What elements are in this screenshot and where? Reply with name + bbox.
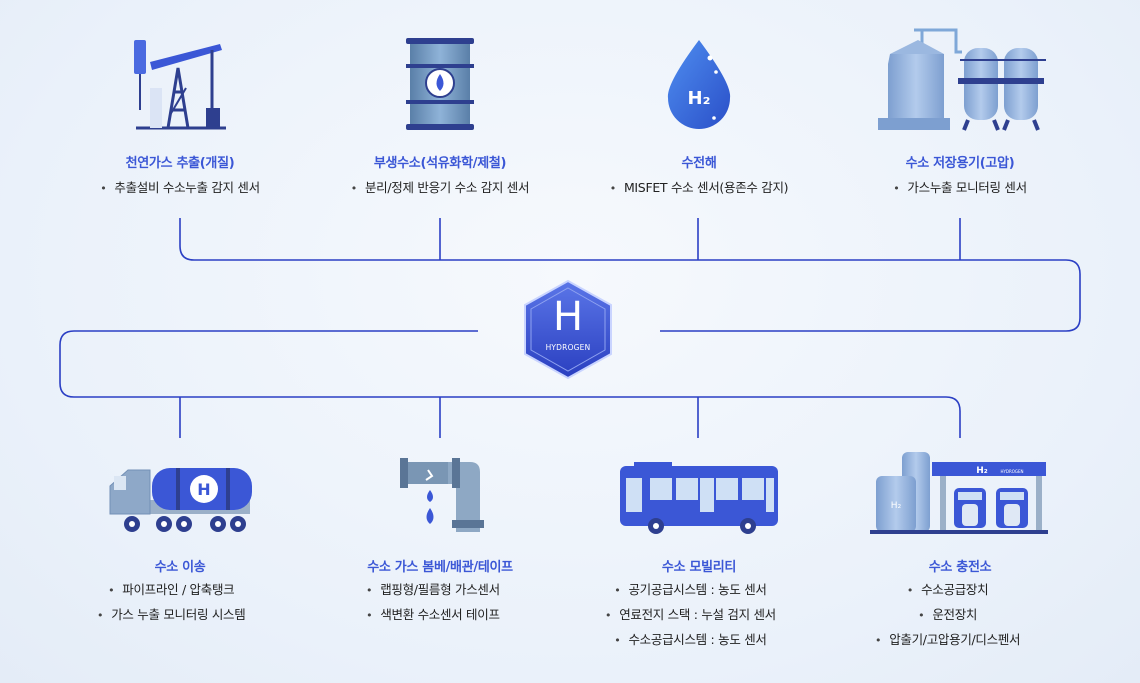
bullet: MISFET 수소 센서(용존수 감지) [569,176,829,201]
node-natural-gas: 천연가스 추출(개질) 추출설비 수소누출 감지 센서 [50,0,310,200]
storage-tanks-icon [878,28,1046,131]
hydrogen-hexagon [524,279,612,380]
station-tank-label: H₂ [891,501,902,511]
bottom-bus-line [59,330,961,438]
station-sign-label: H₂ [976,466,988,476]
hydrogen-hex-text: H HYDROGEN [525,281,611,377]
node-electrolysis: 수전해 MISFET 수소 센서(용존수 감지) [569,0,829,200]
bullet: 파이프라인 / 압축탱크 [97,578,245,603]
bullet: 색변환 수소센서 테이프 [366,603,500,628]
node-title: 수소 이송 [154,560,206,575]
node-title: 수소 충전소 [928,560,992,575]
node-hydrogen-mobility: 수소 모빌리티 공기공급시스템 : 농도 센서 연료전지 스택 : 누설 검지 … [569,0,829,660]
node-title: 수소 저장용기(고압) [905,156,1015,171]
bullet: 연료전지 스택 : 누설 검지 센서 [605,603,776,628]
node-title: 수소 모빌리티 [661,560,737,575]
hex-letter: H [552,294,584,340]
oil-pump-icon [134,40,226,130]
node-title: 부생수소(석유화학/제철) [373,156,507,171]
charging-station-icon: H₂ H₂ HYDROGEN [870,452,1048,534]
hex-caption: HYDROGEN [545,343,591,352]
node-charging-station: 수소 충전소 수소공급장치 운전장치 압출기/고압용기/디스펜서 [830,0,1090,660]
drop-h2-label: H₂ [688,88,711,109]
leaking-pipe-icon [400,458,484,532]
node-byproduct-hydrogen: 부생수소(석유화학/제철) 분리/정제 반응기 수소 감지 센서 [310,0,570,200]
bus-icon [620,462,778,534]
tanker-truck-icon: H [109,468,252,532]
bullet: 압출기/고압용기/디스펜서 [875,628,1020,653]
node-title: 천연가스 추출(개질) [125,156,235,171]
bullet: 운전장치 [875,603,1020,628]
node-title: 수전해 [681,156,717,171]
bullet: 공기공급시스템 : 농도 센서 [605,578,776,603]
bullet: 추출설비 수소누출 감지 센서 [50,176,310,201]
station-sign-small: HYDROGEN [1000,469,1023,474]
node-hydrogen-transport: 수소 이송 파이프라인 / 압축탱크 가스 누출 모니터링 시스템 [50,0,310,660]
bullet: 가스누출 모니터링 센서 [830,176,1090,201]
truck-h-label: H [197,480,210,499]
node-cylinder-pipe-tape: 수소 가스 봄베/배관/테이프 랩핑형/필름형 가스센서 색변환 수소센서 테이… [310,0,570,660]
node-title: 수소 가스 봄베/배관/테이프 [367,560,513,575]
top-bus-line [179,218,1081,332]
bullet: 분리/정제 반응기 수소 감지 센서 [310,176,570,201]
oil-barrel-icon [406,38,474,130]
bullet: 수소공급시스템 : 농도 센서 [605,628,776,653]
bullet: 수소공급장치 [875,578,1020,603]
connector-lines [59,218,1081,438]
bullet: 가스 누출 모니터링 시스템 [97,603,246,628]
node-storage-vessel: 수소 저장용기(고압) 가스누출 모니터링 센서 [830,0,1090,200]
h2-water-drop-icon: H₂ [667,40,731,129]
bullet: 랩핑형/필름형 가스센서 [366,578,500,603]
